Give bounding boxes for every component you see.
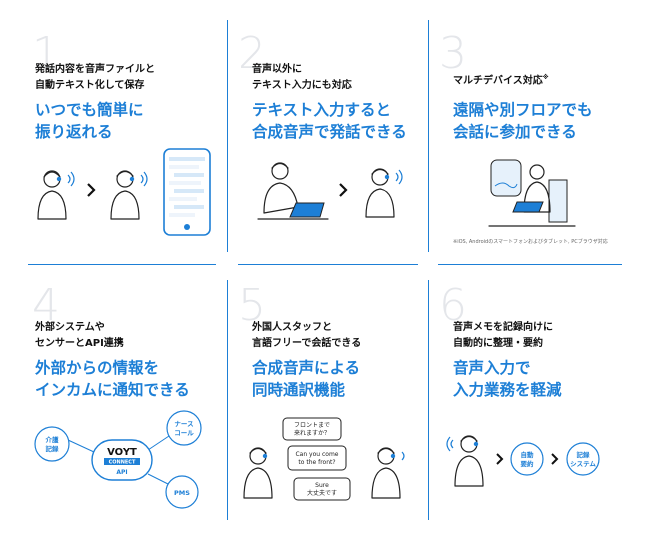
step-label-line2: システム [570, 460, 596, 468]
person-speaking-icon [446, 435, 484, 487]
panel-heading-line1: いつでも簡単に [35, 101, 144, 119]
step-label-line1: 記録 [577, 450, 591, 459]
node-kaigo-kiroku: 介護 記録 [34, 426, 70, 462]
panel-subtitle-line2: 自動的に整理・要約 [453, 338, 543, 349]
logo-subtitle: CONNECT [109, 460, 136, 466]
step-label-line1: 自動 [521, 450, 535, 459]
panel-subtitle-line1: マルチデバイス対応※ [453, 70, 549, 88]
logo-wordmark: VOYT [107, 447, 137, 458]
api-label: API [116, 469, 127, 476]
bubble-text-line2: 大丈夫です [307, 489, 337, 497]
feature-panel-2: 2 音声以外に テキスト入力にも対応 テキスト入力すると 合成音声で発話できる [228, 22, 428, 260]
divider-horizontal-1 [28, 264, 216, 265]
panel-subtitle-line1: 音声以外に [252, 64, 302, 75]
person-right-icon [371, 447, 405, 499]
speech-bubble-reply: Sure 大丈夫です [293, 477, 351, 501]
panel-subtitle-line1: 発話内容を音声ファイルと [35, 64, 155, 75]
illustration-voice-memo-flow: 自動 要約 記録 システム [446, 435, 600, 487]
panel-heading-line1: 遠隔や別フロアでも [453, 101, 593, 119]
panel-number: 3 [439, 28, 467, 79]
panel-heading-line1: 外部からの情報を [35, 359, 160, 377]
divider-vertical-2 [428, 20, 429, 252]
illustration-translation: フロントまで 来れますか？ Can you come to the front?… [243, 417, 405, 501]
node-label: PMS [174, 489, 190, 497]
panel-heading-line2: 入力業務を軽減 [453, 381, 562, 399]
node-pms: PMS [165, 475, 199, 509]
panel-footnote: ※iOS, Androidのスマートフォンおよびタブレット, PCブラウザ対応 [453, 239, 608, 245]
panel-number: 4 [32, 280, 60, 331]
speech-bubble-english: Can you come to the front? [287, 445, 347, 471]
feature-panel-4: 4 外部システムや センサーとAPI連携 外部からの情報を インカムに通知できる… [22, 280, 227, 520]
panel-number: 1 [32, 28, 60, 79]
panel-heading-line2: 会話に参加できる [453, 123, 577, 141]
panel-subtitle-line2: テキスト入力にも対応 [252, 80, 352, 91]
bubble-text-line2: to the front? [298, 459, 335, 466]
feature-panel-5: 5 外国人スタッフと 言語フリーで会話できる 合成音声による 同時通訳機能 フロ… [228, 280, 428, 520]
divider-vertical-1 [227, 20, 228, 252]
voyt-connect-logo: VOYT CONNECT API [91, 439, 153, 481]
panel-heading-line1: 音声入力で [453, 359, 531, 377]
person-listening-icon [365, 168, 403, 218]
node-label-line1: 介護 [45, 435, 60, 444]
panel-subtitle-text: マルチデバイス対応 [453, 75, 543, 87]
person-at-laptop-icon [257, 162, 329, 220]
panel-subtitle-line2: 言語フリーで会話できる [252, 338, 362, 349]
bubble-text-line1: フロントまで [294, 422, 330, 429]
bubble-text-line1: Sure [315, 482, 329, 489]
footnote-mark: ※ [542, 74, 549, 81]
illustration-voice-to-text [37, 148, 211, 236]
illustration-text-to-speech [257, 162, 403, 220]
person-listening-icon [110, 170, 148, 220]
step-auto-summary: 自動 要約 [510, 442, 544, 476]
panel-subtitle-line2: 自動テキスト化して保存 [35, 80, 145, 91]
person-seated-laptop-icon [488, 164, 576, 227]
arrow-right-icon [87, 183, 96, 197]
bubble-text-line1: Can you come [295, 451, 338, 458]
step-label-line2: 要約 [521, 459, 535, 468]
step-record-system: 記録 システム [566, 442, 600, 476]
panel-number: 5 [238, 280, 266, 331]
node-label-line2: コール [174, 429, 194, 437]
divider-horizontal-2 [238, 264, 418, 265]
arrow-right-icon [339, 183, 348, 197]
panel-subtitle-line1: 音声メモを記録向けに [453, 322, 553, 333]
feature-panel-1: 1 発話内容を音声ファイルと 自動テキスト化して保存 いつでも簡単に 振り返れる [22, 22, 227, 260]
divider-vertical-4 [428, 280, 429, 520]
train-window-icon [490, 159, 522, 197]
panel-heading-line2: 同時通訳機能 [252, 381, 346, 399]
person-left-icon [243, 447, 273, 499]
arrow-right-icon [496, 453, 504, 465]
illustration-remote-train [488, 159, 576, 227]
arrow-right-icon [551, 453, 559, 465]
bubble-text-line2: 来れますか？ [294, 430, 330, 437]
feature-panel-3: 3 マルチデバイス対応※ 遠隔や別フロアでも 会話に参加できる ※iOS, An… [429, 22, 634, 260]
panel-heading-line1: 合成音声による [252, 359, 361, 377]
panel-subtitle-line2: センサーとAPI連携 [35, 338, 124, 349]
person-speaking-icon [37, 170, 75, 220]
panel-number: 6 [439, 280, 467, 331]
panel-heading-line2: 振り返れる [35, 123, 113, 141]
smartphone-transcript-icon [163, 148, 211, 236]
feature-panel-6: 6 音声メモを記録向けに 自動的に整理・要約 音声入力で 入力業務を軽減 自動 … [429, 280, 634, 520]
divider-vertical-3 [227, 280, 228, 520]
speech-bubble-japanese: フロントまで 来れますか？ [282, 417, 342, 441]
panel-heading-line1: テキスト入力すると [252, 101, 392, 119]
node-label-line1: ナース [174, 420, 193, 428]
panel-number: 2 [238, 28, 266, 79]
illustration-api-diagram: 介護 記録 VOYT CONNECT API ナース コール PMS [34, 410, 202, 509]
node-label-line2: 記録 [46, 444, 60, 453]
panel-heading-line2: インカムに通知できる [35, 381, 190, 399]
panel-subtitle-line1: 外部システムや [35, 322, 105, 333]
node-nurse-call: ナース コール [166, 410, 202, 446]
panel-heading-line2: 合成音声で発話できる [252, 123, 407, 141]
divider-horizontal-3 [438, 264, 622, 265]
panel-subtitle-line1: 外国人スタッフと [252, 322, 332, 333]
